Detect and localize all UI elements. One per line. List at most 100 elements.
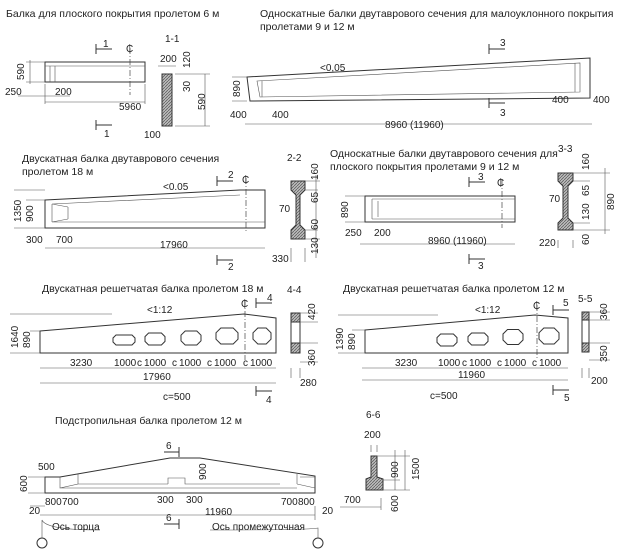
svg-text:60: 60 bbox=[581, 233, 592, 245]
svg-text:360: 360 bbox=[599, 303, 610, 320]
centerline-symbol: ₵ bbox=[241, 298, 248, 310]
svg-text:300: 300 bbox=[186, 495, 203, 506]
beam-mono-lowslope-elevation bbox=[232, 57, 592, 125]
svg-text:200: 200 bbox=[374, 228, 391, 239]
svg-text:700: 700 bbox=[56, 235, 73, 246]
svg-text:8960 (11960): 8960 (11960) bbox=[428, 236, 487, 247]
svg-text:330: 330 bbox=[272, 254, 289, 265]
beam-lattice-12m: Двускатная решетчатая балка пролетом 12 … bbox=[335, 283, 610, 404]
lattice-opening bbox=[180, 330, 202, 346]
svg-text:c=500: c=500 bbox=[163, 392, 191, 403]
svg-text:17960: 17960 bbox=[160, 240, 188, 251]
section-3-3: 3-3 160 65 70 130 890 60 220 bbox=[539, 144, 617, 249]
svg-text:с: с bbox=[532, 358, 537, 369]
section-mark-5-bottom: 5 bbox=[552, 385, 570, 404]
svg-text:3230: 3230 bbox=[70, 358, 93, 369]
svg-text:с: с bbox=[207, 358, 212, 369]
beam-lattice-12m-elevation bbox=[338, 305, 569, 381]
svg-text:250: 250 bbox=[345, 228, 362, 239]
svg-text:<1:12: <1:12 bbox=[147, 305, 173, 316]
section-4-4: 4-4 420 360 280 bbox=[287, 285, 318, 389]
svg-text:<1:12: <1:12 bbox=[475, 305, 501, 316]
svg-text:900: 900 bbox=[390, 461, 401, 478]
section-mark-6-bottom: 6 bbox=[164, 513, 180, 529]
svg-text:с: с bbox=[243, 358, 248, 369]
svg-text:Двускатная решетчатая балка пр: Двускатная решетчатая балка пролетом 12 … bbox=[343, 283, 565, 295]
svg-text:1350: 1350 bbox=[13, 199, 24, 222]
svg-text:400: 400 bbox=[230, 110, 247, 121]
centerline-symbol: ₵ bbox=[242, 174, 249, 186]
lattice-opening bbox=[112, 334, 136, 346]
svg-text:5: 5 bbox=[563, 298, 569, 309]
svg-text:Подстропильная балка пролетом: Подстропильная балка пролетом 12 м bbox=[55, 415, 242, 427]
svg-text:8960 (11960): 8960 (11960) bbox=[385, 120, 444, 131]
svg-text:<0.05: <0.05 bbox=[163, 182, 189, 193]
svg-text:2: 2 bbox=[228, 170, 234, 181]
svg-text:11960: 11960 bbox=[205, 507, 233, 518]
centerline-symbol: ₵ bbox=[497, 177, 504, 189]
svg-text:4: 4 bbox=[267, 293, 273, 304]
section-5-5: 5-5 360 350 200 bbox=[578, 294, 610, 387]
svg-text:300: 300 bbox=[26, 235, 43, 246]
dim-250: 250 bbox=[5, 87, 22, 98]
centerline-symbol: ₵ bbox=[126, 43, 133, 55]
svg-text:4-4: 4-4 bbox=[287, 285, 302, 296]
svg-text:200: 200 bbox=[364, 430, 381, 441]
svg-text:220: 220 bbox=[539, 238, 556, 249]
svg-text:c=500: c=500 bbox=[430, 391, 458, 402]
section-mark-4-top: 4 bbox=[255, 293, 273, 308]
svg-text:700: 700 bbox=[62, 497, 79, 508]
svg-text:600: 600 bbox=[390, 495, 401, 512]
beam-sub-rafter-12m-elevation bbox=[28, 457, 324, 549]
svg-text:400: 400 bbox=[552, 95, 569, 106]
svg-text:400: 400 bbox=[593, 95, 610, 106]
svg-text:3230: 3230 bbox=[395, 358, 418, 369]
svg-text:400: 400 bbox=[272, 110, 289, 121]
lattice-opening bbox=[467, 332, 489, 346]
svg-text:с: с bbox=[137, 358, 142, 369]
beam-lattice-18m: Двускатная решетчатая балка пролетом 18 … bbox=[10, 283, 318, 406]
section-mark-5-top: 5 bbox=[552, 298, 569, 315]
svg-text:плоского покрытия пролетами 9: плоского покрытия пролетами 9 и 12 м bbox=[330, 161, 519, 173]
svg-text:1000: 1000 bbox=[250, 358, 273, 369]
beam-mono-lowslope-title-2: пролетами 9 и 12 м bbox=[260, 21, 355, 33]
svg-text:пролетом 18 м: пролетом 18 м bbox=[22, 166, 93, 178]
svg-text:с: с bbox=[172, 358, 177, 369]
svg-text:600: 600 bbox=[19, 475, 30, 492]
section-mark-1-bottom: 1 bbox=[95, 120, 112, 140]
beam-sub-rafter-12m: Подстропильная балка пролетом 12 м 500 6… bbox=[19, 410, 422, 549]
svg-text:1000: 1000 bbox=[214, 358, 237, 369]
svg-text:1000: 1000 bbox=[504, 358, 527, 369]
svg-text:360: 360 bbox=[307, 349, 318, 366]
svg-text:70: 70 bbox=[549, 194, 561, 205]
section-mark-1-top: 1 bbox=[95, 39, 112, 54]
svg-text:70: 70 bbox=[279, 204, 291, 215]
lattice-openings bbox=[112, 327, 272, 346]
svg-text:4: 4 bbox=[266, 395, 272, 406]
slope-label: <0,05 bbox=[320, 63, 346, 74]
lattice-opening bbox=[502, 329, 524, 345]
beam-mono-lowslope-title-1: Односкатные балки двутаврового сечения д… bbox=[260, 8, 613, 20]
beam-gable-18m-elevation bbox=[14, 178, 266, 249]
svg-text:6-6: 6-6 bbox=[366, 410, 381, 421]
svg-text:300: 300 bbox=[157, 495, 174, 506]
svg-text:1640: 1640 bbox=[10, 325, 21, 348]
dim-length: 5960 bbox=[119, 102, 142, 113]
svg-text:3: 3 bbox=[500, 108, 506, 119]
svg-text:2-2: 2-2 bbox=[287, 153, 302, 164]
svg-text:6: 6 bbox=[166, 513, 172, 524]
svg-text:1: 1 bbox=[103, 39, 109, 50]
svg-text:890: 890 bbox=[347, 333, 358, 350]
beam-flat-6m: Балка для плоского покрытия пролетом 6 м… bbox=[5, 8, 219, 141]
svg-text:1: 1 bbox=[104, 129, 110, 140]
svg-text:120: 120 bbox=[182, 51, 193, 68]
svg-text:200: 200 bbox=[591, 376, 608, 387]
svg-text:1000: 1000 bbox=[179, 358, 202, 369]
svg-text:60: 60 bbox=[310, 218, 321, 230]
svg-text:350: 350 bbox=[599, 345, 610, 362]
lattice-opening bbox=[538, 327, 560, 345]
svg-text:65: 65 bbox=[581, 184, 592, 196]
svg-text:20: 20 bbox=[29, 506, 41, 517]
lattice-opening bbox=[144, 332, 166, 346]
